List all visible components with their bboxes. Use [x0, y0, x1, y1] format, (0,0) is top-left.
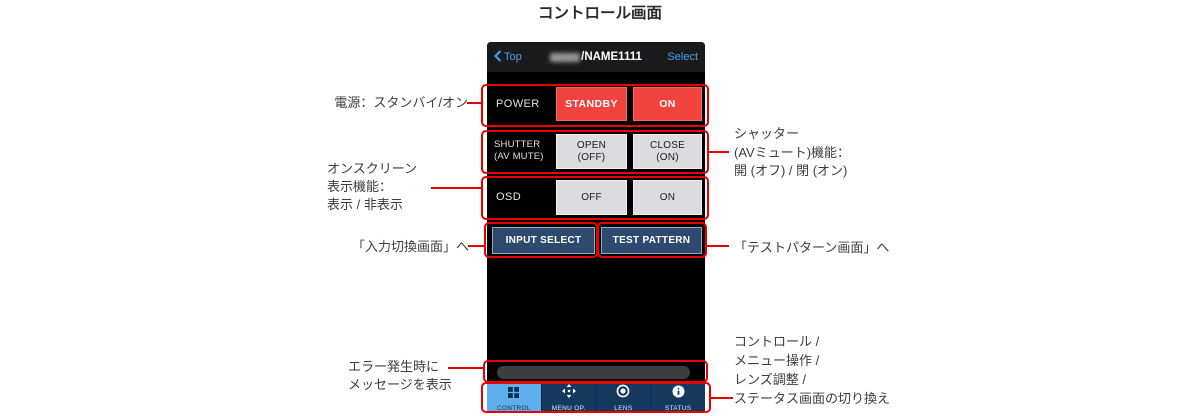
connector-osd: [431, 187, 481, 189]
shutter-close-button[interactable]: CLOSE (ON): [633, 134, 702, 169]
annotation-osd-line3: 表示 / 非表示: [327, 197, 403, 212]
shutter-row-label: SHUTTER (AV MUTE): [494, 139, 544, 163]
connector-input: [468, 245, 484, 247]
connector-error: [448, 367, 483, 369]
redacted-model-name: [550, 52, 581, 62]
tab-status-label: STATUS: [664, 404, 692, 412]
tab-control[interactable]: CONTROL: [487, 384, 541, 412]
annotation-osd-line1: オンスクリーン: [327, 161, 418, 176]
tab-control-label: CONTROL: [496, 404, 531, 412]
tab-menu-op-label: MENU OP.: [551, 405, 586, 412]
power-row-label: POWER: [496, 98, 540, 110]
osd-on-button[interactable]: ON: [633, 180, 702, 215]
annotation-shutter: シャッター (AVミュート)機能： 開 (オフ) / 閉 (オン): [734, 125, 850, 181]
callout-test-pattern: [597, 222, 707, 258]
annotation-tabbar-line2: メニュー操作 /: [734, 353, 820, 368]
error-message-area: [497, 366, 690, 379]
test-pattern-button[interactable]: TEST PATTERN: [601, 227, 702, 254]
annotation-tabbar-line3: レンズ調整 /: [734, 372, 806, 387]
annotation-input-select: 「入力切換画面」へ: [351, 239, 469, 254]
annotation-shutter-line2: (AVミュート)機能：: [734, 144, 851, 160]
select-button[interactable]: Select: [667, 51, 698, 63]
grid-icon: [508, 385, 520, 403]
info-icon: [672, 385, 685, 403]
chevron-left-icon: [494, 49, 502, 65]
annotation-power: 電源：スタンバイ/オン: [334, 95, 468, 110]
annotation-osd: オンスクリーン 表示機能： 表示 / 非表示: [327, 160, 417, 214]
osd-row-label: OSD: [496, 191, 522, 203]
power-on-button[interactable]: ON: [633, 87, 702, 121]
annotation-tab-bar: コントロール / メニュー操作 / レンズ調整 / ステータス画面の切り換え: [734, 332, 890, 408]
shutter-close-line1: CLOSE: [650, 139, 685, 151]
callout-osd-row: [481, 176, 709, 220]
connector-power: [467, 102, 481, 104]
annotation-error-line2: メッセージを表示: [348, 377, 452, 392]
connector-test: [707, 245, 729, 247]
annotation-shutter-line1: シャッター: [734, 126, 800, 141]
shutter-close-line2: (ON): [656, 151, 679, 163]
callout-tab-bar: [481, 382, 711, 413]
tab-lens-label: LENS: [614, 405, 633, 412]
annotation-tabbar-line4: ステータス画面の切り換え: [734, 391, 891, 406]
projector-name-title: /NAME1111: [538, 51, 654, 63]
osd-off-button[interactable]: OFF: [556, 180, 627, 215]
connector-tab-bar: [711, 397, 733, 399]
shutter-label-line1: SHUTTER: [494, 139, 541, 150]
lens-icon: [616, 384, 630, 403]
projector-name-text: /NAME1111: [581, 51, 642, 63]
back-button-label: Top: [504, 51, 522, 63]
shutter-open-line2: (OFF): [577, 151, 606, 163]
tab-status[interactable]: STATUS: [650, 384, 705, 412]
figure-title: コントロール画面: [537, 5, 662, 22]
connector-shutter: [709, 151, 729, 153]
power-standby-button[interactable]: STANDBY: [556, 87, 627, 121]
bottom-tab-bar: CONTROL MENU OP. LENS STATUS: [487, 384, 705, 412]
tab-lens[interactable]: LENS: [595, 384, 651, 412]
annotation-shutter-line3: 開 (オフ) / 閉 (オン): [734, 163, 848, 178]
shutter-label-line2: (AV MUTE): [494, 151, 544, 162]
annotation-osd-line2: 表示機能：: [327, 179, 393, 194]
annotation-test-pattern: 「テストパターン画面」へ: [734, 240, 890, 255]
dpad-icon: [561, 384, 576, 403]
callout-input-select: [484, 222, 598, 258]
annotation-tabbar-line1: コントロール /: [734, 334, 820, 349]
shutter-open-button[interactable]: OPEN (OFF): [556, 134, 627, 169]
back-button[interactable]: Top: [494, 49, 538, 65]
input-select-button[interactable]: INPUT SELECT: [492, 227, 595, 254]
shutter-open-line1: OPEN: [576, 139, 607, 151]
annotation-error: エラー発生時に メッセージを表示: [348, 358, 452, 394]
tab-menu-op[interactable]: MENU OP.: [540, 384, 596, 412]
callout-shutter-row: [481, 130, 709, 174]
callout-power-row: [481, 84, 709, 127]
phone-screenshot: Top /NAME1111 Select POWER STANDBY ON SH…: [487, 42, 705, 412]
annotation-error-line1: エラー発生時に: [348, 359, 440, 374]
callout-error-area: [483, 360, 708, 383]
navigation-bar: Top /NAME1111 Select: [487, 42, 705, 72]
